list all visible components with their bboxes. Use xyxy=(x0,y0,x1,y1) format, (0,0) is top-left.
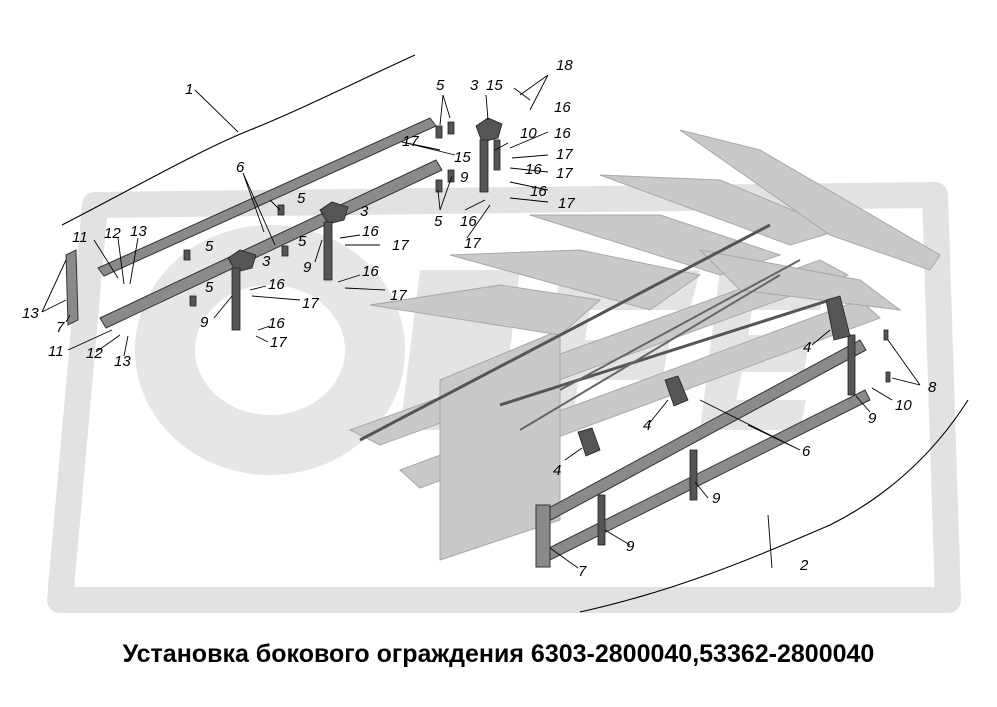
callout-9e: 9 xyxy=(712,490,721,507)
callout-17b: 17 xyxy=(556,146,573,163)
part-5-b xyxy=(183,249,191,261)
callout-16f: 16 xyxy=(362,223,379,240)
post-left-2 xyxy=(323,221,333,281)
post-right-2 xyxy=(689,449,698,501)
callout-8: 8 xyxy=(928,379,937,396)
part-8-a xyxy=(883,329,889,341)
callout-17g: 17 xyxy=(390,287,407,304)
callout-10b: 10 xyxy=(895,397,912,414)
post-left-1 xyxy=(231,267,241,331)
callout-5c: 5 xyxy=(297,190,306,207)
callout-5e: 5 xyxy=(298,233,307,250)
callout-16a: 16 xyxy=(554,99,571,116)
post-left-3 xyxy=(479,139,489,193)
callout-7b: 7 xyxy=(578,563,587,580)
callout-17f: 17 xyxy=(392,237,409,254)
callout-9b: 9 xyxy=(303,259,312,276)
callout-16c: 16 xyxy=(525,161,542,178)
callout-16g: 16 xyxy=(362,263,379,280)
callout-13a: 13 xyxy=(130,223,147,240)
callout-9f: 9 xyxy=(626,538,635,555)
callout-12a: 12 xyxy=(104,225,121,242)
callout-4a: 4 xyxy=(553,462,561,479)
callout-17i: 17 xyxy=(270,334,287,351)
bracket-4-b xyxy=(664,375,689,407)
callout-17h: 17 xyxy=(302,295,319,312)
callout-9c: 9 xyxy=(200,314,209,331)
callout-11a: 11 xyxy=(72,229,88,246)
part-5-c xyxy=(189,295,197,307)
callout-16b: 16 xyxy=(554,125,571,142)
diagram-caption: Установка бокового ограждения 6303-28000… xyxy=(122,640,875,668)
plate-10-left xyxy=(493,139,501,171)
bracket-left-3 xyxy=(475,117,503,143)
end-cap-left xyxy=(65,249,79,326)
callout-16d: 16 xyxy=(530,183,547,200)
post-right-1 xyxy=(597,494,606,546)
callout-1: 1 xyxy=(185,81,193,98)
bracket-4-a xyxy=(577,427,601,457)
part-5-f xyxy=(447,121,455,135)
callouts: 1 2 3 3 3 4 4 4 5 5 5 5 5 5 6 6 7 7 8 9 … xyxy=(22,57,937,580)
leader-lines xyxy=(41,74,921,569)
callout-4c: 4 xyxy=(803,339,811,356)
watermark-ring xyxy=(135,225,405,475)
callout-17e: 17 xyxy=(464,235,481,252)
post-right-3 xyxy=(847,334,856,396)
part-8-b xyxy=(885,371,891,383)
callout-11b: 11 xyxy=(48,343,64,360)
callout-9d: 9 xyxy=(868,410,877,427)
part-5-d xyxy=(281,245,289,257)
callout-16h: 16 xyxy=(268,276,285,293)
callout-13b: 13 xyxy=(22,305,39,322)
part-5-g xyxy=(435,179,443,193)
part-5-e xyxy=(435,125,443,139)
part-5-a xyxy=(277,204,285,216)
callout-18: 18 xyxy=(556,57,573,74)
end-cap-right xyxy=(535,504,551,568)
callout-13c: 13 xyxy=(114,353,131,370)
callout-12b: 12 xyxy=(86,345,103,362)
callout-5b: 5 xyxy=(434,213,443,230)
callout-4b: 4 xyxy=(643,417,651,434)
callout-17c: 17 xyxy=(556,165,573,182)
chassis-frame xyxy=(348,129,941,561)
cab-contour-upper xyxy=(61,54,416,226)
callout-10a: 10 xyxy=(520,125,537,142)
callout-15b: 15 xyxy=(454,149,471,166)
callout-3b: 3 xyxy=(360,203,369,220)
callout-9a: 9 xyxy=(460,169,469,186)
bracket-4-c xyxy=(825,295,851,341)
callout-5f: 5 xyxy=(205,279,214,296)
callout-16i: 16 xyxy=(268,315,285,332)
callout-16e: 16 xyxy=(460,213,477,230)
part-5-h xyxy=(447,169,455,183)
callout-5d: 5 xyxy=(205,238,214,255)
callout-6a: 6 xyxy=(236,159,245,176)
callout-3c: 3 xyxy=(262,253,271,270)
callout-7a: 7 xyxy=(56,319,65,336)
callout-17a: 17 xyxy=(402,133,419,150)
callout-5a: 5 xyxy=(436,77,445,94)
callout-6b: 6 xyxy=(802,443,811,460)
cab-contour-lower xyxy=(579,399,969,613)
callout-15a: 15 xyxy=(486,77,503,94)
callout-3a: 3 xyxy=(470,77,479,94)
callout-17d: 17 xyxy=(558,195,575,212)
callout-2: 2 xyxy=(799,557,809,574)
